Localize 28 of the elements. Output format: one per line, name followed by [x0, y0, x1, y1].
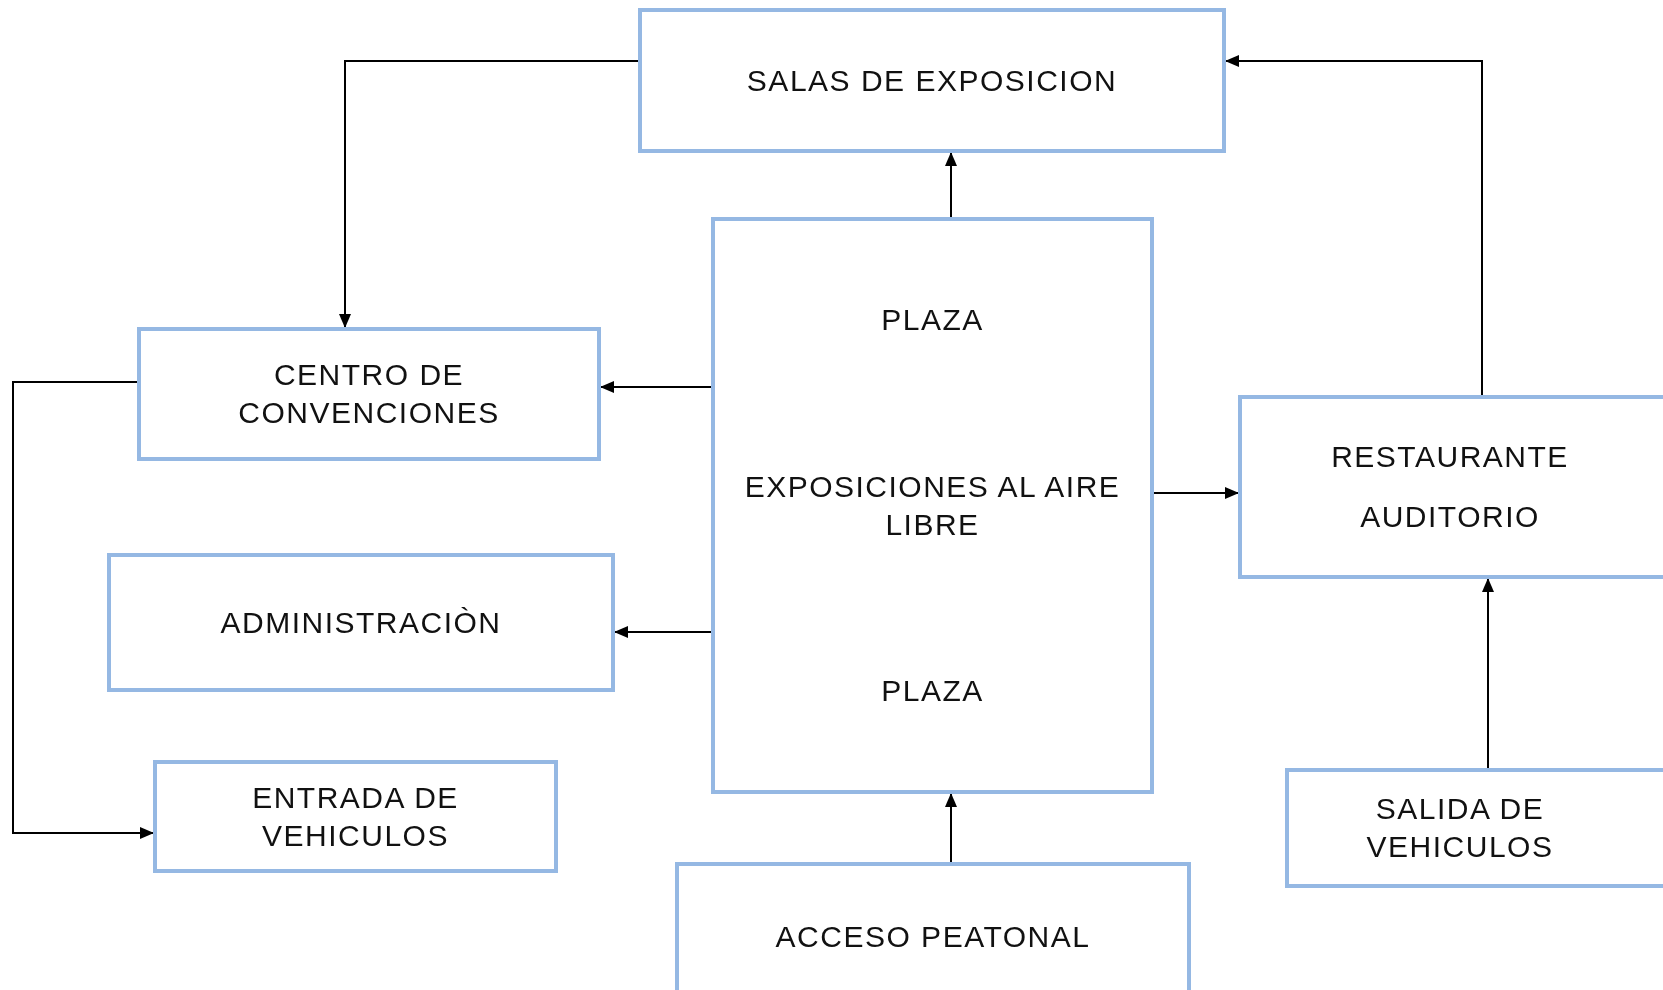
process-box — [675, 862, 1191, 990]
box-label: ADMINISTRACIÒN — [220, 604, 502, 641]
process-box — [638, 8, 1226, 153]
process-box — [137, 327, 601, 461]
arrow — [614, 626, 712, 638]
box-label: RESTAURANTE — [1331, 439, 1569, 475]
box-label: ENTRADA DE VEHICULOS — [251, 779, 460, 854]
box-label: AUDITORIO — [1360, 499, 1540, 535]
process-box — [711, 217, 1154, 794]
process-box — [153, 760, 558, 873]
arrow — [1153, 487, 1239, 499]
process-box — [1238, 395, 1663, 579]
box-label: SALIDA DE VEHICULOS — [1365, 791, 1555, 865]
box-label: CENTRO DE CONVENCIONES — [237, 357, 501, 431]
arrow — [945, 152, 957, 218]
box-label: EXPOSICIONES AL AIRE LIBRE — [743, 468, 1122, 543]
process-box — [107, 553, 615, 692]
arrow — [339, 60, 639, 328]
arrow — [945, 793, 957, 863]
arrow — [1482, 578, 1494, 769]
box-label: ACCESO PEATONAL — [775, 919, 1091, 955]
box-label: PLAZA — [881, 302, 984, 338]
arrow — [12, 381, 154, 839]
box-label: SALAS DE EXPOSICION — [746, 62, 1118, 99]
arrow — [600, 381, 712, 393]
arrow — [1225, 55, 1483, 396]
process-box — [1285, 768, 1663, 888]
box-label: PLAZA — [881, 673, 984, 709]
